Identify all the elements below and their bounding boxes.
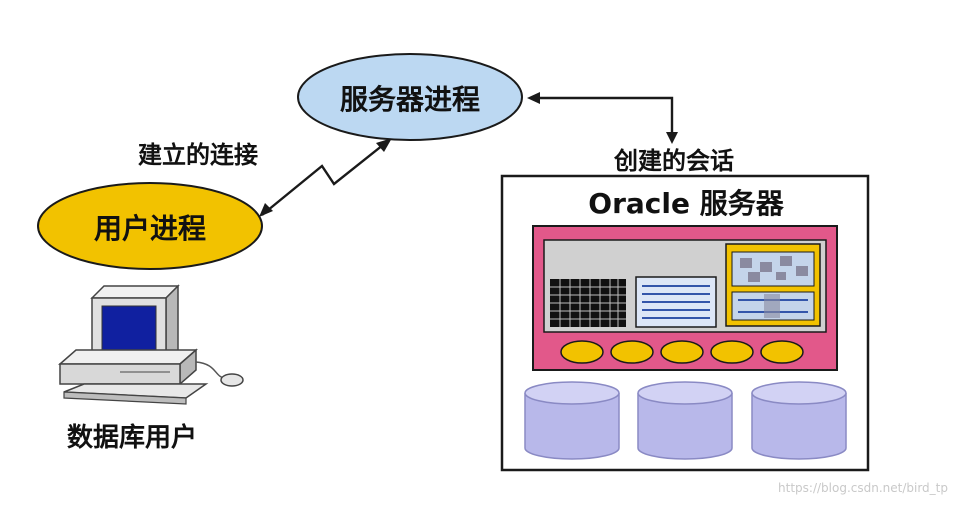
background-processes bbox=[560, 340, 804, 364]
user-process-label: 用户进程 bbox=[94, 212, 206, 245]
connection-label: 建立的连接 bbox=[138, 141, 258, 169]
server-process-node: 服务器进程 bbox=[297, 53, 523, 141]
database-cylinder-2 bbox=[637, 381, 733, 460]
shared-pool bbox=[725, 243, 821, 327]
server-process-label: 服务器进程 bbox=[340, 83, 480, 116]
user-process-node: 用户进程 bbox=[37, 182, 263, 270]
watermark: https://blog.csdn.net/bird_tp bbox=[778, 481, 948, 495]
database-cylinder-3 bbox=[751, 381, 847, 460]
instance-block bbox=[532, 225, 838, 371]
database-user-label: 数据库用户 bbox=[67, 422, 197, 453]
oracle-server-title: Oracle 服务器 bbox=[588, 187, 784, 220]
session-arrow bbox=[527, 92, 678, 144]
session-label: 创建的会话 bbox=[613, 147, 734, 175]
computer-icon bbox=[58, 284, 244, 405]
buffer-cache-grid bbox=[550, 279, 626, 327]
redo-log-buffer bbox=[635, 276, 717, 328]
connection-arrow bbox=[259, 138, 392, 217]
database-cylinder-1 bbox=[524, 381, 620, 460]
